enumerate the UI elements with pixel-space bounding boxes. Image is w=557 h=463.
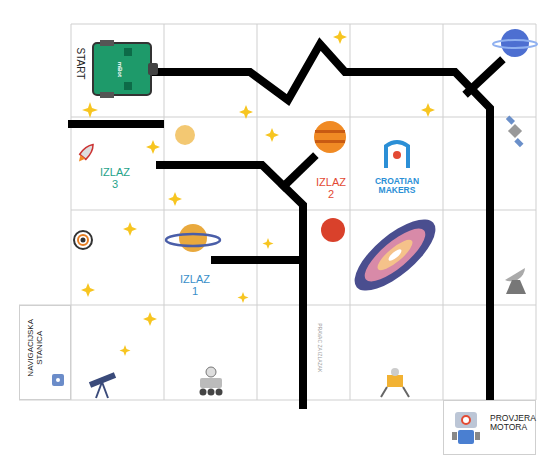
- cell-label: PROVJERA MOTORA: [490, 414, 536, 433]
- mbot-robot: [93, 40, 158, 98]
- exit-label: IZLAZ 1: [178, 273, 212, 297]
- direction-note: PRAVAC ZA IZLAZAK: [316, 308, 322, 388]
- exit-label: IZLAZ 2: [314, 176, 348, 200]
- mars: [321, 218, 345, 242]
- radar-dish: [505, 268, 526, 294]
- grid: [19, 24, 536, 400]
- makers-logo: [386, 142, 408, 168]
- rover: [200, 367, 223, 396]
- start-label: START: [75, 38, 86, 88]
- logo-text: CROATIAN MAKERS: [366, 177, 428, 196]
- exit-label: IZLAZ 3: [98, 166, 132, 190]
- station-robot: [52, 374, 64, 386]
- galaxy: [344, 208, 446, 303]
- cell-label: NAVIGACIJSKA STANICA: [27, 312, 45, 384]
- motor-robot: [452, 412, 480, 444]
- blue-planet: [493, 29, 537, 57]
- robot-name: mBot: [117, 49, 124, 89]
- navigation-station-cell: NAVIGACIJSKA STANICA: [19, 305, 71, 400]
- saturn: [166, 224, 220, 252]
- planet: [175, 125, 195, 145]
- track-lines: [72, 44, 500, 405]
- jupiter: [314, 121, 346, 153]
- lunar-lander: [381, 368, 409, 397]
- rocket: [76, 142, 97, 164]
- target: [74, 231, 92, 249]
- motor-check-cell: PROVJERA MOTORA: [443, 400, 536, 455]
- satellite: [506, 115, 524, 147]
- telescope: [90, 375, 115, 398]
